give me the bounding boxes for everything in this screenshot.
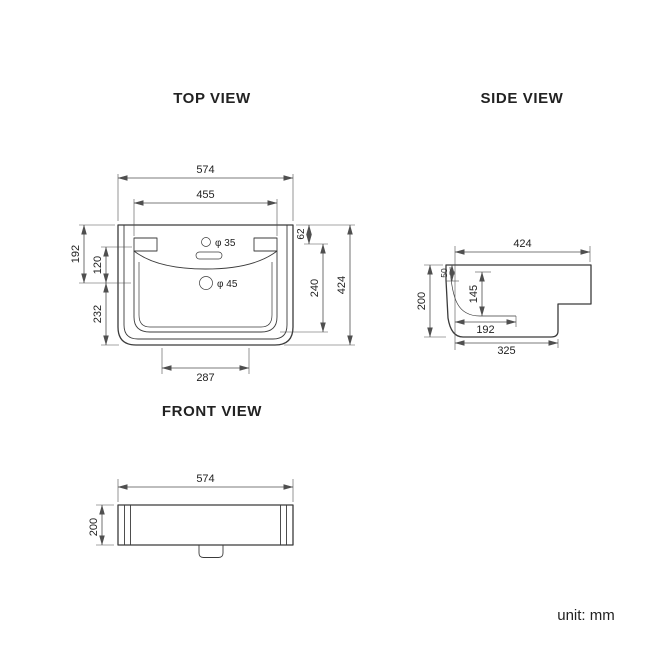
top-dim-bowl-width: 455: [196, 189, 214, 201]
side-view-dimension-lines: [427, 249, 591, 346]
overflow-slot: [195, 251, 223, 260]
side-dim-height: 200: [416, 292, 428, 310]
drain-hole-label: φ 45: [217, 279, 238, 290]
basin-rim-inner-top: [123, 225, 288, 340]
unit-label: unit: mm: [557, 607, 615, 624]
basin-outline-front: [117, 504, 294, 546]
front-dim-height: 200: [88, 518, 100, 536]
top-view-title: TOP VIEW: [173, 90, 251, 107]
faucet-hole-label: φ 35: [215, 238, 236, 249]
top-dim-right-mid: 240: [309, 279, 321, 297]
bowl-outline-top: [133, 250, 278, 333]
front-view: FRONT VIEW 574 200: [88, 403, 294, 558]
front-view-title: FRONT VIEW: [162, 403, 262, 420]
faucet-hole: [201, 237, 211, 247]
bowl-inner-line-side: [449, 266, 516, 317]
front-dim-overall-width: 574: [196, 473, 214, 485]
top-view: TOP VIEW φ 35 φ 45: [70, 90, 355, 384]
top-dim-front-width: 287: [196, 372, 214, 384]
front-view-extension-lines: [96, 479, 294, 546]
front-view-dimension-lines: [99, 484, 294, 546]
side-dim-bowl-depth: 145: [468, 285, 480, 303]
top-dim-left-mid: 120: [92, 256, 104, 274]
top-view-extension-lines: [79, 174, 355, 374]
basin-profile-side: [445, 264, 592, 338]
side-dim-rim: 50: [439, 268, 449, 278]
basin-outline-top: [117, 224, 294, 346]
top-dim-overall-depth: 424: [336, 276, 348, 294]
top-dim-right-back: 62: [296, 228, 307, 240]
top-dim-left-front: 232: [92, 305, 104, 323]
bowl-inner-line-top: [138, 262, 273, 328]
deck-corner-left: [133, 237, 158, 252]
top-dim-left-back: 192: [70, 245, 82, 263]
side-view-title: SIDE VIEW: [481, 90, 564, 107]
drain-hole: [199, 276, 213, 290]
side-view-extension-lines: [424, 246, 591, 350]
top-view-dimension-lines: [81, 175, 353, 371]
side-view: SIDE VIEW 424 200 50 145 192 325: [416, 90, 592, 357]
side-dim-base-length: 325: [497, 345, 515, 357]
side-dim-bowl-bottom: 192: [476, 324, 494, 336]
side-dim-overall-depth: 424: [513, 238, 531, 250]
deck-corner-right: [253, 237, 278, 252]
drain-stub: [198, 545, 224, 558]
top-dim-overall-width: 574: [196, 164, 214, 176]
